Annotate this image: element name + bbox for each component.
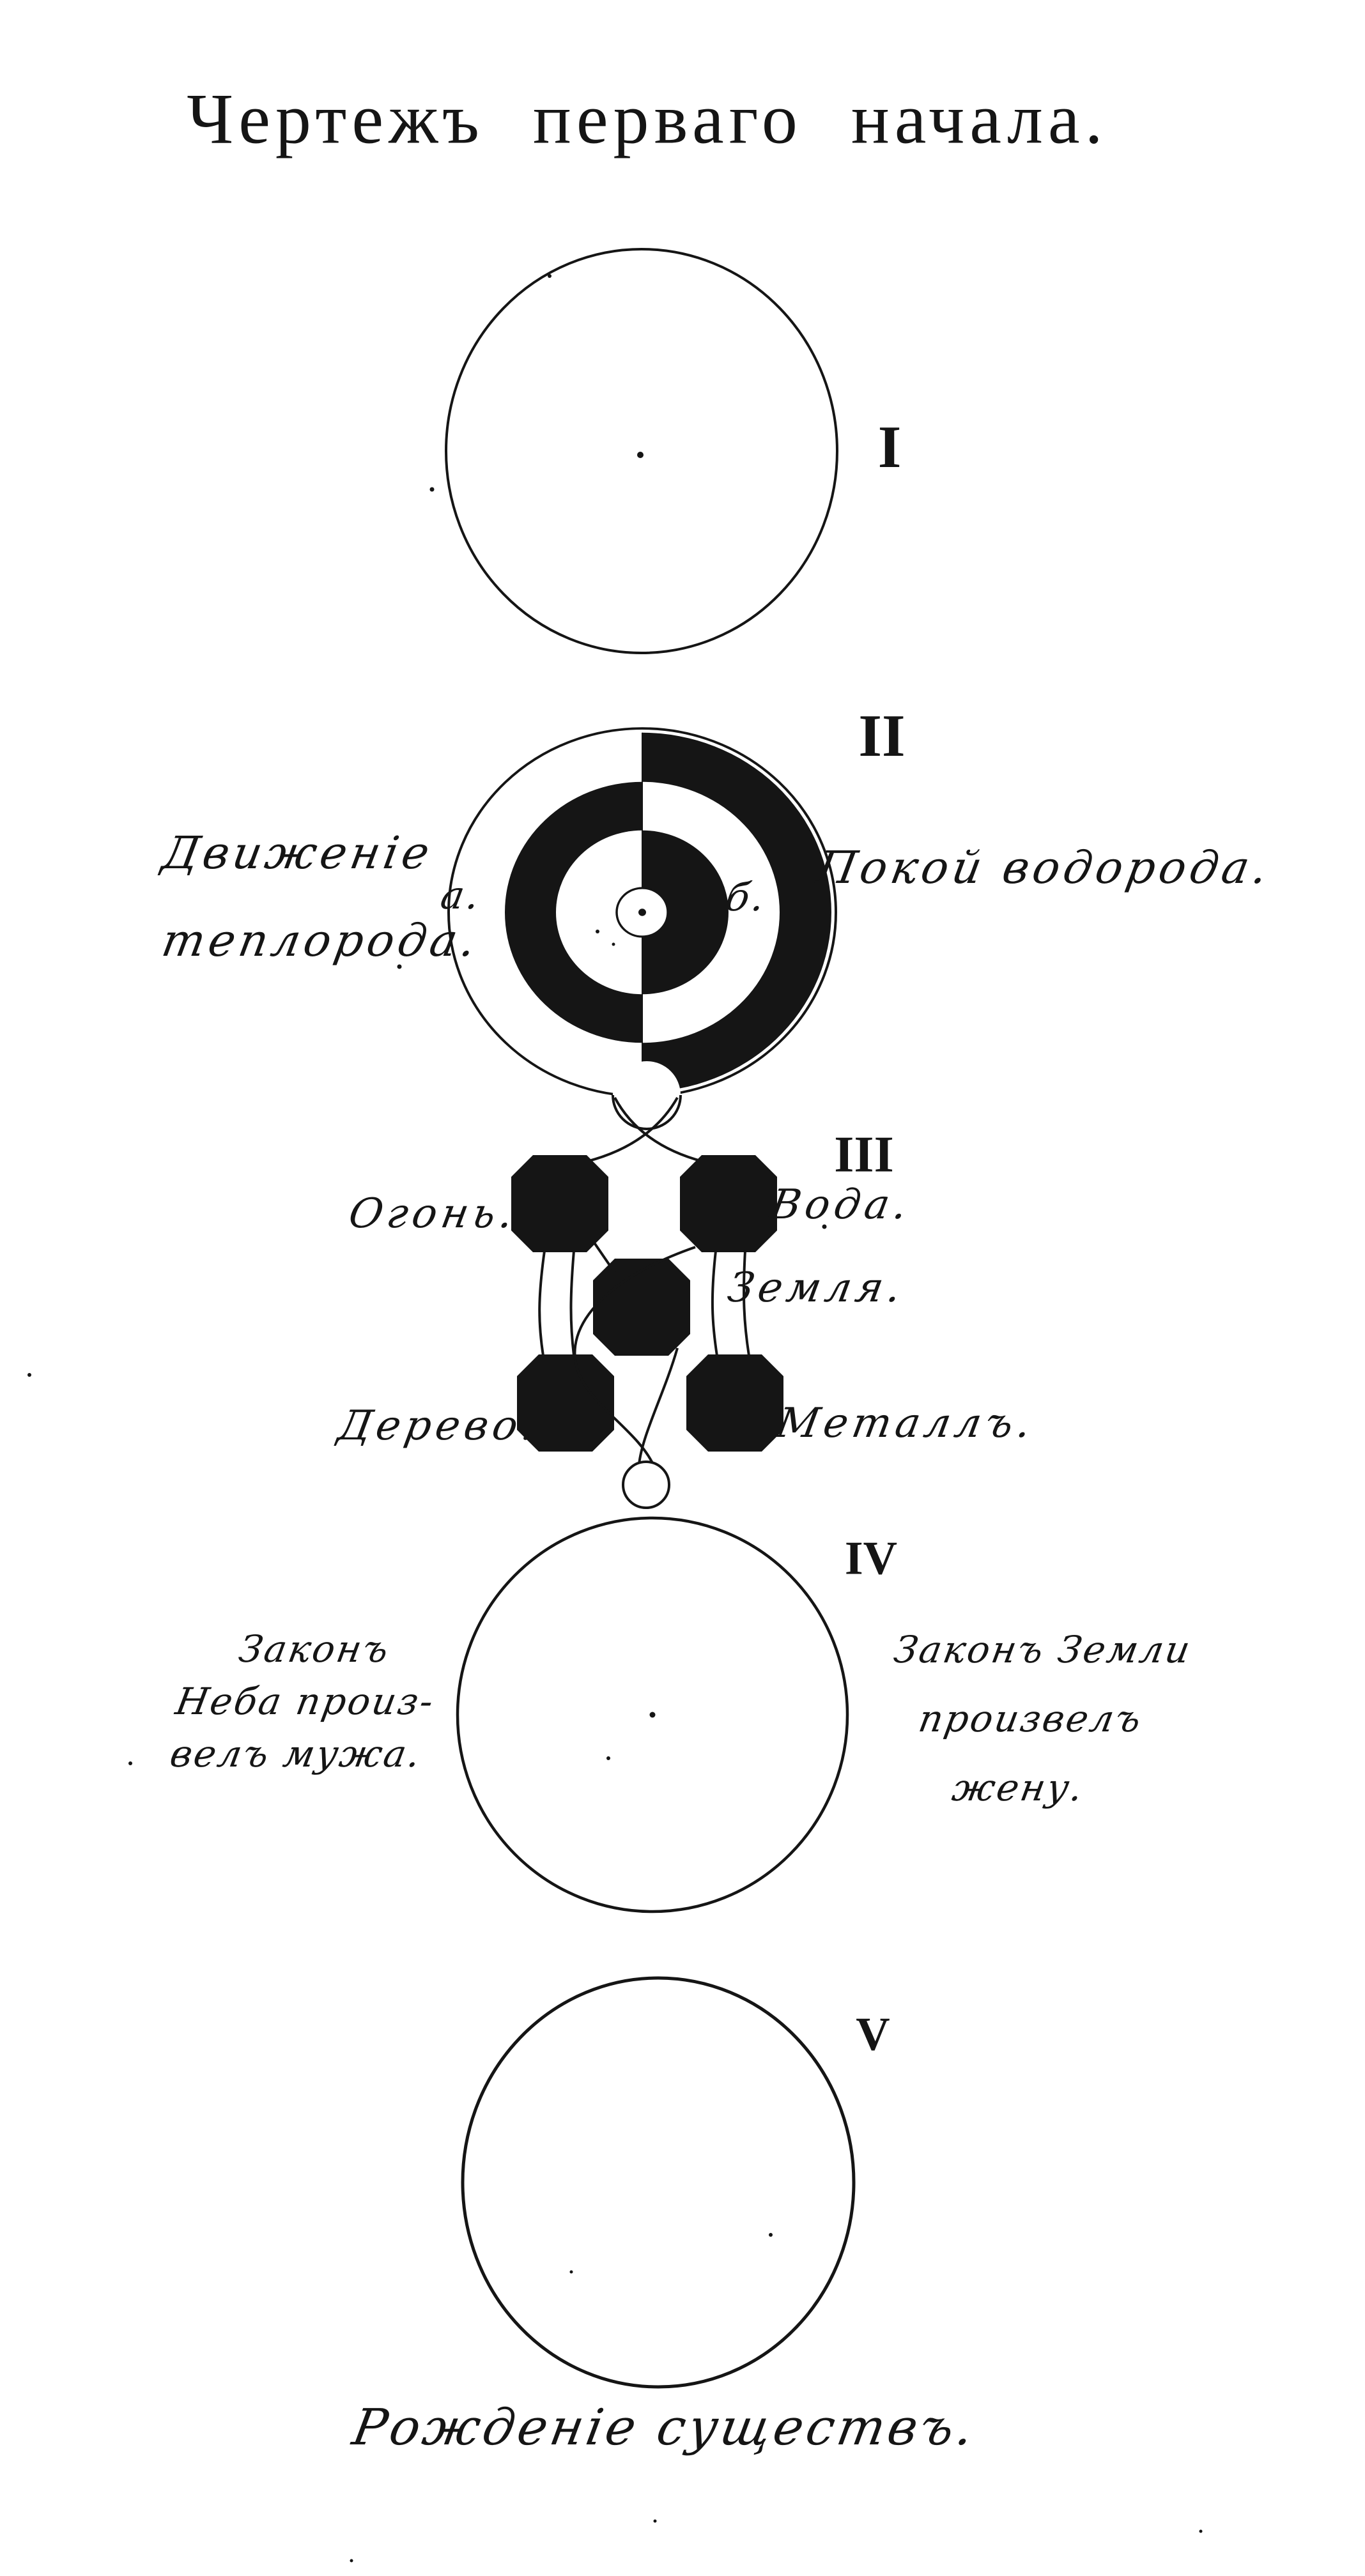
link-water-arc-to-seed [573, 1246, 696, 1465]
circle-1-outline [445, 248, 838, 654]
label-law-of-heaven-line2: Неба произ- [172, 1680, 439, 1723]
page-caption: Рожденіе существъ. [348, 2399, 981, 2457]
circle-4-outline [456, 1516, 849, 1913]
link-water-metal-2 [743, 1250, 750, 1356]
label-motion-line1: Движеніе [158, 827, 438, 879]
label-motion-line2: теплорода. [158, 914, 484, 967]
marker-b: б. [721, 875, 771, 920]
taiji-right-inner-black [642, 830, 729, 995]
fire-octagon [511, 1155, 608, 1252]
page-title: Чертежъ перваго начала. [187, 79, 1108, 159]
label-rest-of-hydrogen: Покой водорода. [813, 841, 1276, 894]
label-metal: Металлъ. [773, 1400, 1039, 1447]
roman-numeral-1: I [877, 414, 902, 480]
label-law-of-earth-line3: жену. [949, 1766, 1088, 1809]
seed-circle [622, 1460, 670, 1509]
wood-octagon [517, 1354, 614, 1452]
link-notch-to-water [613, 1097, 704, 1163]
roman-numeral-3: III [834, 1126, 894, 1183]
roman-numeral-2: II [858, 703, 906, 769]
label-wood: Дерево. [334, 1402, 544, 1450]
link-fire-earth [590, 1237, 616, 1274]
water-octagon [680, 1155, 777, 1252]
label-law-of-heaven: Законъ Неба произ- велъ мужа. [162, 1623, 449, 1780]
link-notch-to-fire [586, 1097, 679, 1163]
roman-numeral-4: IV [844, 1532, 898, 1585]
taiji-left-inner-white [556, 830, 642, 995]
metal-octagon [686, 1354, 783, 1452]
circle-5-outline [461, 1976, 856, 2389]
label-law-of-heaven-line3: велъ мужа. [167, 1732, 426, 1775]
link-water-metal-1 [711, 1250, 718, 1356]
label-fire: Огонь. [345, 1190, 521, 1238]
link-fire-wood-1 [538, 1250, 546, 1356]
circle-4-center-dot [649, 1712, 656, 1718]
notch-arc [612, 1094, 682, 1130]
label-law-of-earth: Законъ Земли произвелъ жену. [864, 1615, 1198, 1822]
link-earth-to-seed [638, 1347, 679, 1465]
scan-specks [27, 274, 1203, 2563]
label-law-of-earth-line2: произвелъ [915, 1697, 1146, 1740]
label-water: Вода. [766, 1181, 916, 1229]
roman-numeral-5: V [856, 2008, 890, 2061]
taiji-rings [447, 727, 837, 1098]
circle-1-center-dot [637, 452, 644, 458]
notch-mask [613, 1061, 681, 1129]
label-law-of-earth-line1: Законъ Земли [890, 1628, 1196, 1671]
link-fire-wood-2 [569, 1250, 575, 1356]
earth-octagon [593, 1259, 690, 1356]
label-law-of-heaven-line1: Законъ [235, 1627, 394, 1671]
label-earth: Земля. [724, 1264, 909, 1312]
marker-a: a. [437, 873, 486, 918]
taiji-center-dot [638, 908, 646, 916]
